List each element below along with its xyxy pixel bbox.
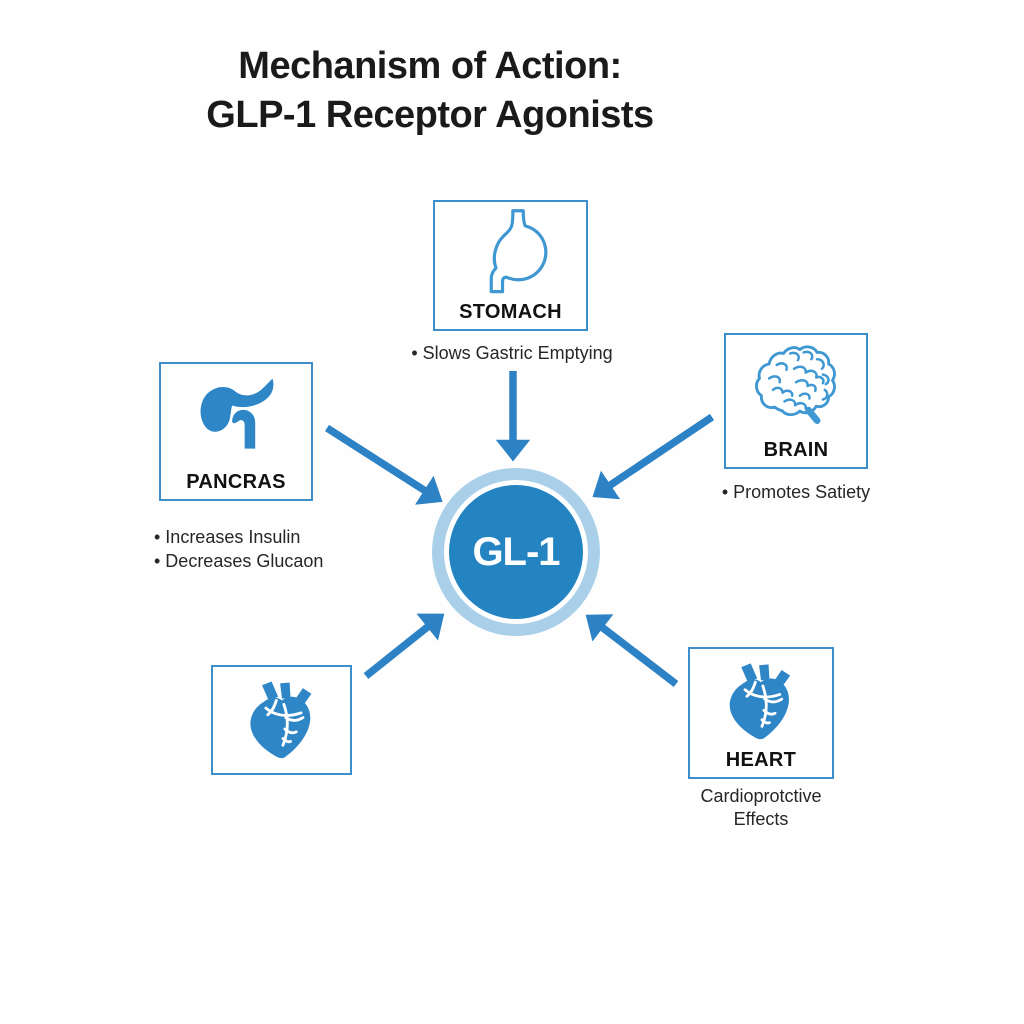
arrow-heart-right-to-center [585, 614, 679, 687]
heart-caption-line-1: Cardioprotctive [700, 786, 822, 806]
stomach-label: STOMACH [459, 301, 562, 323]
pancreas-box: PANCRAS [159, 362, 313, 501]
title-line-1: Mechanism of Action: [238, 45, 622, 87]
heart-icon [729, 663, 791, 740]
brain-caption: • Promotes Satiety [721, 482, 871, 502]
pancreas-bullet-1: • Increases Insulin [154, 527, 301, 547]
heart-left-box [211, 665, 352, 775]
center-node: GL-1 [432, 468, 600, 636]
page-title: Mechanism of Action: GLP-1 Receptor Agon… [170, 42, 690, 140]
pancreas-caption: • Increases Insulin • Decreases Glucaon [154, 525, 384, 573]
stomach-icon [489, 209, 547, 294]
arrow-brain-to-center [592, 413, 715, 500]
pancreas-icon [200, 378, 274, 449]
pancreas-bullet-2: • Decreases Glucaon [154, 551, 324, 571]
pancreas-label: PANCRAS [186, 471, 286, 493]
arrow-pancreas-to-center [324, 424, 443, 505]
brain-box: BRAIN [724, 333, 868, 469]
center-label: GL-1 [472, 529, 560, 574]
brain-label: BRAIN [763, 439, 829, 461]
heart-caption-line-2: Effects [733, 809, 789, 829]
brain-icon [755, 345, 836, 424]
heart-icon [249, 681, 311, 759]
heart-right-box: HEART [688, 647, 834, 779]
glp1-circle: GL-1 [449, 485, 583, 619]
heart-right-caption: Cardioprotctive Effects [678, 785, 844, 831]
stomach-box: STOMACH [433, 200, 588, 331]
title-line-2: GLP-1 Receptor Agonists [206, 94, 654, 136]
heart-label: HEART [725, 749, 797, 771]
arrow-heart-left-to-center [363, 613, 445, 679]
stomach-caption: • Slows Gastric Emptying [411, 343, 613, 363]
